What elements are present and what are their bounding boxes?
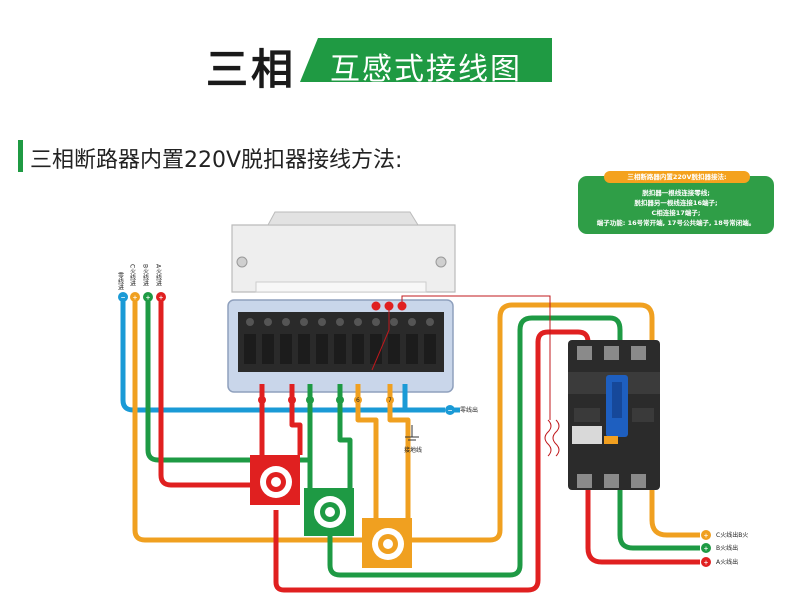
phase-b-out-badge-icon [701, 543, 711, 553]
input-labels: − + + + 零线进 C火线进 B火线进 A火线进 [117, 264, 166, 302]
circuit-breaker [568, 340, 660, 490]
current-transformer-c [362, 518, 412, 568]
page-subtitle: 互感式接线图 [330, 52, 522, 87]
section-accent-bar [18, 140, 23, 172]
phase-b-out-label: B火线出 [716, 544, 738, 552]
terminal-screws [246, 318, 434, 326]
neutral-in-label: 零线进 [117, 272, 124, 291]
input-symbol: + [159, 295, 164, 302]
output-symbol: + [704, 546, 709, 553]
phase-a-out-label: A火线出 [716, 558, 738, 566]
meter-terminal-dots [258, 396, 394, 404]
cover-hole-icon [236, 256, 248, 268]
phase-a-in-label: A火线进 [155, 264, 162, 287]
section-heading: 三相断路器内置220V脱扣器接线方法: [30, 148, 403, 173]
input-symbol: − [121, 295, 126, 302]
ground-icon [405, 425, 419, 441]
output-symbol: − [448, 408, 453, 415]
cover-hole-icon [435, 256, 447, 268]
signal-terminals [371, 301, 407, 311]
input-symbol: + [146, 295, 151, 302]
phase-c-in-badge-icon [130, 292, 140, 302]
wiring-note-box: 三相断路器内置220V脱扣器接法: 脱扣器一根线连接零线; 脱扣器另一根线连接1… [578, 171, 774, 234]
wiring-note-line: 脱扣器一根线连接零线; [642, 189, 710, 197]
phase-c-out-badge-icon [701, 530, 711, 540]
current-transformer-b [304, 488, 354, 536]
output-labels: − 零线出 + C火线出B火 + B火线出 + A火线出 [445, 405, 748, 567]
cover-hinge [255, 281, 427, 293]
page-title: 三相 [206, 45, 297, 94]
terminal-label: 6 [356, 397, 360, 404]
ground-label: 接地线 [404, 446, 422, 454]
phase-b-in-label: B火线进 [142, 264, 149, 287]
output-symbol: + [704, 533, 709, 540]
phase-b-in-badge-icon [143, 292, 153, 302]
terminal-label: 7 [388, 397, 392, 404]
neutral-out-badge-icon [445, 405, 455, 415]
wiring-note-line: 端子功能: 16号常开端, 17号公共端子, 18号常闭端。 [596, 219, 756, 227]
wiring-note-heading: 三相断路器内置220V脱扣器接法: [604, 171, 750, 183]
title-area: 三相 互感式接线图 [200, 30, 560, 94]
title-banner [300, 38, 552, 82]
phase-c-out-label: C火线出B火 [716, 531, 748, 539]
current-transformer-a [250, 455, 300, 505]
energy-meter [227, 211, 456, 393]
input-symbol: + [133, 295, 138, 302]
neutral-in-badge-icon [118, 292, 128, 302]
wiring-note-line: 脱扣器另一根线连接16端子; [634, 199, 718, 207]
phase-a-in-badge-icon [156, 292, 166, 302]
phase-a-wire [158, 300, 700, 593]
wiring-note-line: C相连接17端子; [651, 209, 701, 217]
terminal-slots [244, 334, 436, 364]
output-symbol: + [704, 560, 709, 567]
trip-coil-wires [544, 419, 560, 457]
trip-control-wire [371, 310, 390, 371]
neutral-out-label: 零线出 [460, 406, 478, 414]
phase-a-out-badge-icon [701, 557, 711, 567]
meter-cover-top [267, 211, 419, 226]
phase-c-in-label: C火线进 [129, 264, 136, 287]
trip-control-wire [401, 295, 551, 420]
